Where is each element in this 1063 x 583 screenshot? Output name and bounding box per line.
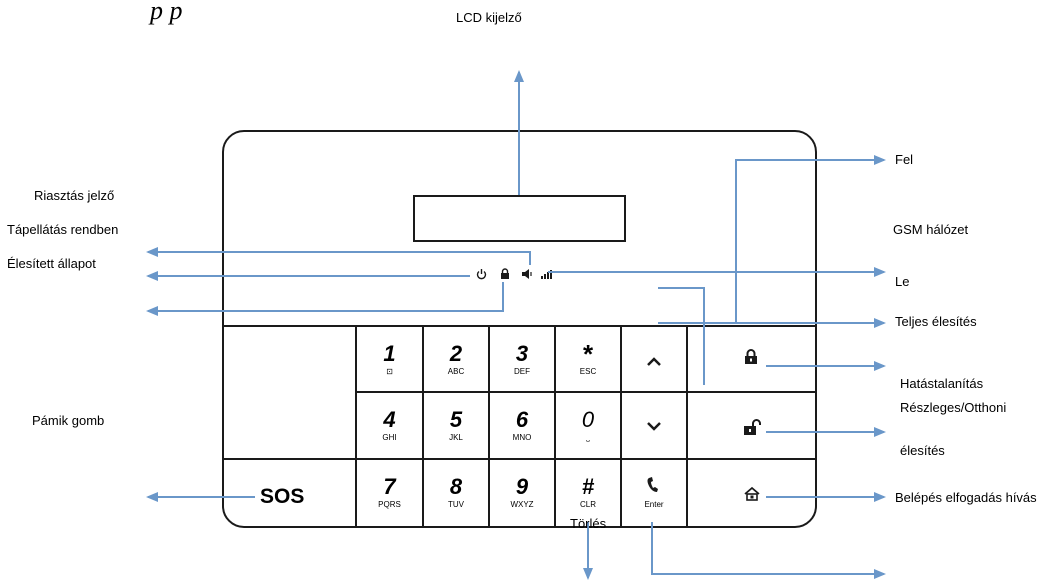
key-hash[interactable]: # CLR bbox=[556, 460, 620, 526]
key-sub: TUV bbox=[448, 500, 464, 509]
partial-arm-button[interactable] bbox=[688, 393, 815, 458]
armed-indicator-arrow bbox=[146, 282, 504, 316]
chevron-up-icon bbox=[647, 357, 661, 366]
key-digit: 6 bbox=[515, 407, 529, 432]
key-sub: PQRS bbox=[378, 500, 401, 509]
chevron-down-icon bbox=[647, 422, 661, 431]
grid-line bbox=[222, 458, 817, 460]
label-entry-call: Belépés elfogadás hívás bbox=[895, 490, 1037, 505]
label-armed-state: Élesített állapot bbox=[7, 256, 96, 271]
key-digit: 9 bbox=[515, 474, 529, 499]
up-arrow bbox=[735, 155, 886, 323]
key-1[interactable]: 1 ⊡ bbox=[357, 327, 422, 391]
key-3[interactable]: 3 DEF bbox=[490, 327, 554, 391]
key-sub: GHI bbox=[382, 433, 397, 442]
grid-line bbox=[355, 391, 817, 393]
label-panic: Pámik gomb bbox=[32, 413, 105, 428]
grid-line bbox=[686, 325, 688, 528]
key-7[interactable]: 7 PQRS bbox=[357, 460, 422, 526]
label-arming: élesítés bbox=[900, 443, 945, 458]
key-sub: JKL bbox=[449, 433, 463, 442]
key-8[interactable]: 8 TUV bbox=[424, 460, 488, 526]
partial-title: p p bbox=[150, 0, 183, 25]
phone-icon bbox=[647, 477, 658, 492]
key-sub: Enter bbox=[644, 500, 664, 509]
down-arrow bbox=[658, 287, 705, 385]
power-icon bbox=[476, 269, 487, 280]
sos-label: SOS bbox=[260, 485, 305, 508]
label-power-ok: Tápellátás rendben bbox=[7, 222, 119, 237]
key-sub: DEF bbox=[514, 367, 530, 376]
key-4[interactable]: 4 GHI bbox=[357, 393, 422, 458]
label-gsm: GSM hálózet bbox=[893, 222, 969, 237]
label-lcd: LCD kijelző bbox=[456, 10, 522, 25]
enter-button[interactable]: Enter bbox=[622, 460, 686, 526]
label-partial: Részleges/Otthoni bbox=[900, 400, 1007, 415]
key-5[interactable]: 5 JKL bbox=[424, 393, 488, 458]
label-down: Le bbox=[895, 274, 910, 289]
key-star[interactable]: * ESC bbox=[556, 327, 620, 391]
lock-icon bbox=[501, 268, 509, 279]
key-sub: WXYZ bbox=[510, 500, 534, 509]
speaker-icon bbox=[522, 269, 532, 279]
grid-line bbox=[488, 325, 490, 528]
grid-line bbox=[422, 325, 424, 528]
key-sub: CLR bbox=[579, 500, 596, 509]
key-sub: ESC bbox=[579, 367, 597, 376]
key-6[interactable]: 6 MNO bbox=[490, 393, 554, 458]
key-sub: MNO bbox=[512, 433, 532, 442]
grid-line bbox=[554, 325, 556, 528]
key-digit: 8 bbox=[449, 474, 463, 499]
home-icon bbox=[744, 486, 760, 501]
key-sub: ⊡ bbox=[386, 367, 393, 376]
unlock-icon bbox=[744, 419, 761, 435]
key-2[interactable]: 2 ABC bbox=[424, 327, 488, 391]
key-digit: 2 bbox=[449, 341, 463, 366]
key-0[interactable]: 0 ⎵ bbox=[556, 393, 620, 458]
alarm-indicator-arrow bbox=[146, 247, 531, 265]
enter-arrow bbox=[651, 522, 886, 579]
up-button[interactable] bbox=[622, 327, 686, 391]
key-digit: * bbox=[582, 339, 594, 369]
key-digit: 4 bbox=[383, 407, 396, 432]
key-digit: 7 bbox=[383, 474, 396, 499]
key-sub: ABC bbox=[447, 367, 465, 376]
key-9[interactable]: 9 WXYZ bbox=[490, 460, 554, 526]
label-alarm-indicator: Riasztás jelző bbox=[34, 188, 115, 203]
home-button[interactable] bbox=[688, 460, 815, 526]
signal-icon bbox=[541, 270, 552, 279]
grid-line bbox=[222, 325, 817, 327]
label-up: Fel bbox=[895, 152, 914, 167]
key-digit: 1 bbox=[383, 341, 396, 366]
label-disarm: Hatástalanítás bbox=[900, 376, 984, 391]
key-digit: 5 bbox=[449, 407, 463, 432]
grid-line bbox=[355, 325, 357, 528]
arm-button[interactable] bbox=[688, 327, 815, 391]
key-digit: 3 bbox=[515, 341, 529, 366]
grid-line bbox=[620, 325, 622, 528]
down-button[interactable] bbox=[622, 393, 686, 458]
lcd-display bbox=[413, 195, 626, 242]
key-digit: 0 bbox=[581, 407, 595, 432]
lock-icon bbox=[745, 349, 757, 364]
label-clear: Törlés bbox=[570, 516, 607, 531]
label-full-arm: Teljes élesítés bbox=[895, 314, 977, 329]
key-digit: # bbox=[581, 474, 595, 499]
key-sub: ⎵ bbox=[586, 433, 590, 442]
